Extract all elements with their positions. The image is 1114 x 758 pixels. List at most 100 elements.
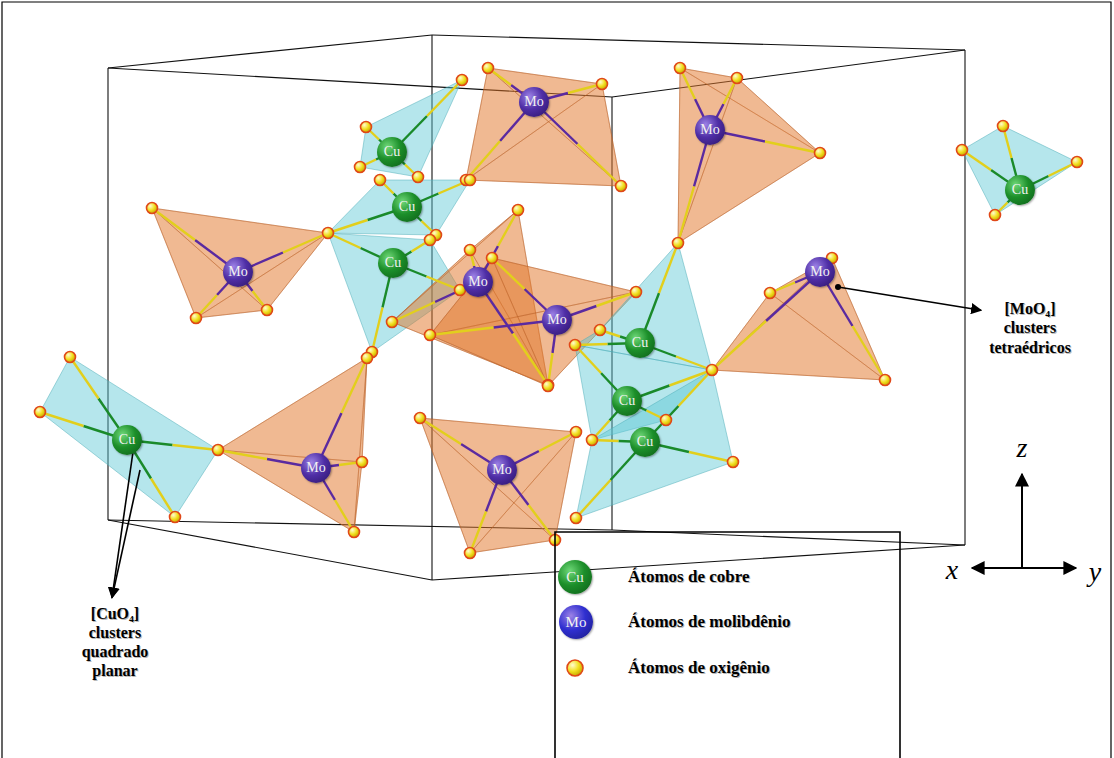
oxygen-atom bbox=[323, 228, 334, 239]
oxygen-atom bbox=[375, 175, 386, 186]
legend-text: Átomos de oxigênio bbox=[628, 658, 770, 677]
bond bbox=[152, 208, 195, 240]
atom-symbol: Cu bbox=[119, 433, 135, 447]
molybdate-tetrahedron bbox=[420, 418, 576, 553]
oxygen-atom bbox=[675, 63, 686, 74]
bond bbox=[392, 302, 435, 322]
copper-atom: Cu bbox=[392, 192, 422, 222]
leader-line bbox=[838, 287, 981, 310]
oxygen-atom bbox=[513, 205, 524, 216]
legend-atom-symbol: Cu bbox=[566, 569, 584, 586]
copper-atom: Cu bbox=[112, 425, 142, 455]
molybdenum-atom: Mo bbox=[487, 455, 517, 485]
axis-label-holder: y bbox=[1089, 558, 1101, 586]
axis-arrow bbox=[1021, 474, 1023, 568]
oxygen-atom bbox=[483, 63, 494, 74]
axis-arrow bbox=[972, 567, 1076, 569]
molybdate-tetrahedron bbox=[218, 358, 367, 532]
oxygen-atom bbox=[616, 181, 627, 192]
molybdenum-atom: Mo bbox=[519, 87, 549, 117]
oxygen-atom bbox=[728, 457, 739, 468]
legend-text: Átomos de cobre bbox=[628, 567, 750, 586]
oxygen-atom bbox=[543, 380, 554, 391]
oxygen-atom bbox=[147, 203, 158, 214]
cell-edge bbox=[612, 50, 965, 97]
oxygen-atom bbox=[631, 287, 642, 298]
leader-dot bbox=[835, 284, 841, 290]
axis-label: z bbox=[1017, 432, 1028, 463]
oxygen-atom bbox=[191, 313, 202, 324]
oxygen-atom bbox=[957, 145, 968, 156]
copper-square-plane bbox=[360, 80, 462, 177]
oxygen-atom bbox=[362, 353, 373, 364]
bond bbox=[576, 480, 611, 518]
bond bbox=[218, 450, 267, 459]
bond bbox=[529, 505, 556, 540]
oxygen-atom bbox=[707, 365, 718, 376]
molybdate-tetrahedron bbox=[678, 68, 820, 243]
bond bbox=[578, 144, 622, 186]
molybdate-tetrahedron bbox=[466, 68, 621, 186]
legend-atom-symbol: Mo bbox=[566, 614, 587, 631]
molybdate-tetrahedron bbox=[152, 208, 328, 318]
copper-atom: Cu bbox=[378, 248, 408, 278]
oxygen-atom bbox=[213, 445, 224, 456]
molybdenum-atom: Mo bbox=[463, 267, 493, 297]
molybdate-tetrahedron bbox=[218, 450, 362, 532]
oxygen-atom bbox=[457, 75, 468, 86]
oxygen-atom bbox=[595, 325, 606, 336]
oxygen-atom bbox=[1072, 157, 1083, 168]
copper-atom: Cu bbox=[612, 386, 642, 416]
axis-label: y bbox=[1089, 556, 1101, 587]
molybdenum-atom: Mo bbox=[805, 257, 835, 287]
atom-symbol: Cu bbox=[399, 200, 415, 214]
oxygen-atom bbox=[387, 317, 398, 328]
legend-atom-symbol-holder: Mo bbox=[559, 605, 593, 639]
oxygen-atom bbox=[349, 527, 360, 538]
bond bbox=[492, 258, 525, 289]
oxygen-atom bbox=[990, 210, 1001, 221]
bond bbox=[342, 358, 368, 413]
leader-line bbox=[112, 452, 133, 598]
bond bbox=[372, 308, 383, 353]
atom-symbol: Mo bbox=[700, 123, 719, 137]
bond bbox=[70, 357, 99, 399]
atom-symbol: Cu bbox=[619, 394, 635, 408]
oxygen-atom bbox=[465, 175, 476, 186]
legend-text: Átomos de molibdênio bbox=[628, 612, 790, 631]
axis-label: x bbox=[946, 554, 958, 585]
bond bbox=[40, 412, 84, 426]
copper-atom: Cu bbox=[1005, 175, 1035, 205]
oxygen-atom bbox=[597, 79, 608, 90]
unit-cell bbox=[108, 35, 965, 580]
cell-edge bbox=[964, 50, 965, 545]
oxygen-atom bbox=[587, 435, 598, 446]
molybdenum-atom: Mo bbox=[301, 453, 331, 483]
bond bbox=[678, 187, 694, 244]
cell-edge bbox=[108, 35, 432, 68]
oxygen-atom bbox=[465, 548, 476, 559]
cell-edge bbox=[432, 35, 965, 50]
bond bbox=[853, 326, 886, 380]
oxygen-atom bbox=[543, 381, 554, 392]
molybdate-tetrahedron bbox=[470, 432, 576, 553]
bond bbox=[513, 334, 548, 386]
copper-atom: Cu bbox=[630, 427, 660, 457]
axis-label-holder: x bbox=[946, 556, 958, 584]
legend-atom-symbol-holder: Cu bbox=[558, 560, 592, 594]
cluster-callout-holder: [MoO₄] clusters tetraédricos bbox=[989, 299, 1071, 357]
oxygen-atom bbox=[570, 340, 581, 351]
molybdate-tetrahedron bbox=[770, 258, 885, 380]
bond bbox=[427, 80, 462, 116]
oxygen-atom bbox=[571, 513, 582, 524]
leader-lines bbox=[112, 284, 981, 598]
oxygen-atom bbox=[567, 660, 583, 676]
oxygen-atom bbox=[35, 407, 46, 418]
atom-symbol: Mo bbox=[524, 95, 543, 109]
copper-square-plane bbox=[40, 357, 218, 517]
bond bbox=[470, 512, 486, 554]
legend-entry: Átomos de molibdênio bbox=[628, 613, 790, 632]
oxygen-atom bbox=[673, 238, 684, 249]
